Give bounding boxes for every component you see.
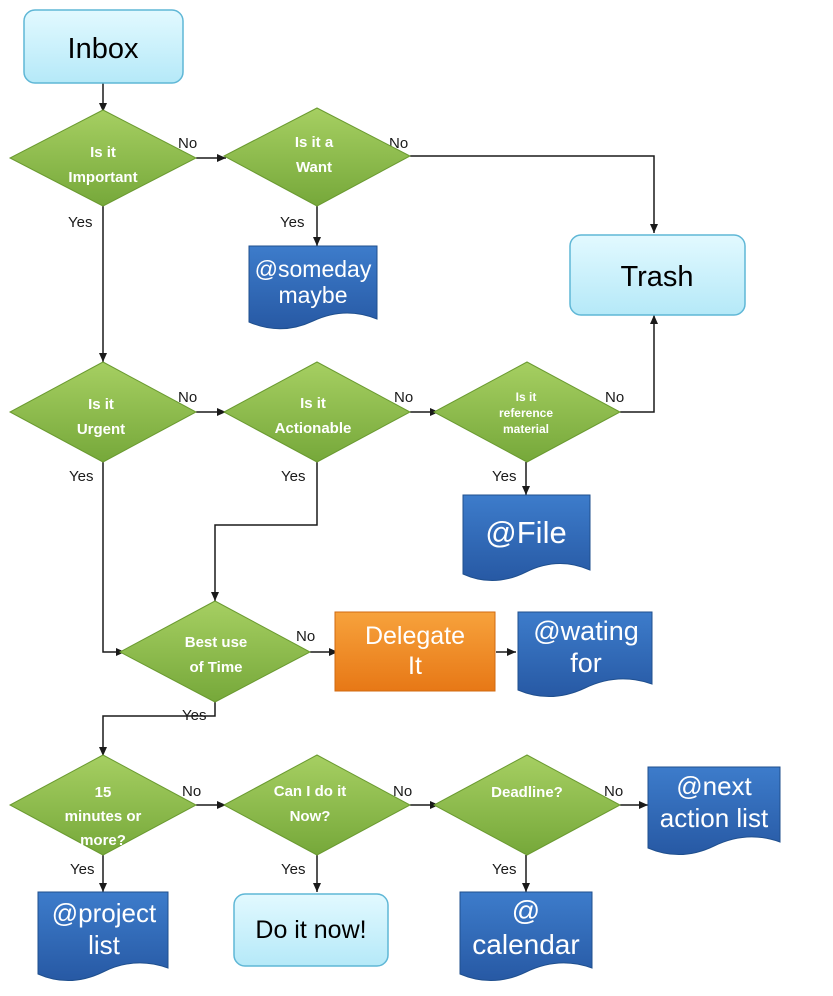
label-yes-important: Yes: [68, 214, 92, 231]
want-line-1: Is it a: [295, 134, 334, 151]
edge-reference-trash: [620, 315, 658, 413]
calendar-line-2: calendar: [472, 929, 579, 960]
decision-actionable: Is it Actionable: [222, 361, 412, 463]
label-no-actionable: No: [394, 389, 413, 406]
label-yes-cando: Yes: [281, 861, 305, 878]
label-yes-want: Yes: [280, 214, 304, 231]
best-use-line-2: of Time: [189, 659, 242, 676]
label-no-reference: No: [605, 389, 624, 406]
reference-line-1: Is it: [516, 390, 537, 404]
deadline-line-1: Deadline?: [491, 784, 563, 801]
inbox-node: Inbox: [23, 9, 184, 84]
important-line-2: Important: [68, 169, 137, 186]
label-no-cando: No: [393, 783, 412, 800]
label-yes-bestuse: Yes: [182, 707, 206, 724]
do-it-now-node: Do it now!: [233, 893, 389, 967]
label-no-urgent: No: [178, 389, 197, 406]
someday-line-1: @someday: [255, 256, 372, 282]
decision-reference: Is it reference material: [432, 361, 622, 463]
waiting-line-2: for: [570, 648, 602, 678]
edge-bestuse-fifteen: [99, 702, 216, 756]
label-yes-urgent: Yes: [69, 468, 93, 485]
project-line-1: @project: [52, 898, 157, 928]
important-line-1: Is it: [90, 144, 116, 161]
want-line-2: Want: [296, 159, 332, 176]
delegate-line-2: It: [408, 652, 422, 680]
label-no-bestuse: No: [296, 628, 315, 645]
calendar-line-1: @: [512, 895, 540, 926]
label-yes-fifteen: Yes: [70, 861, 94, 878]
label-no-deadline: No: [604, 783, 623, 800]
do-it-now-text: Do it now!: [255, 916, 366, 944]
edge-urgent-bestuse: [102, 462, 125, 656]
project-line-2: list: [88, 930, 121, 960]
trash-node: Trash: [569, 234, 746, 316]
file-list: @File: [462, 494, 591, 582]
someday-maybe-list: @someday maybe: [248, 245, 378, 330]
label-no-fifteen: No: [182, 783, 201, 800]
can-do-line-1: Can I do it: [274, 783, 347, 800]
can-do-line-2: Now?: [290, 808, 331, 825]
decision-fifteen-minutes: 15 minutes or more?: [8, 754, 198, 856]
decision-best-use: Best use of Time: [118, 600, 312, 703]
fifteen-line-2: minutes or: [65, 808, 142, 825]
fifteen-line-1: 15: [95, 784, 112, 801]
fifteen-line-3: more?: [80, 832, 126, 849]
next-action-line-2: action list: [660, 803, 769, 833]
edge-want-trash: [410, 155, 658, 233]
next-action-line-1: @next: [676, 771, 752, 801]
label-yes-deadline: Yes: [492, 861, 516, 878]
decision-can-do-now: Can I do it Now?: [222, 754, 412, 856]
file-line-1: @File: [485, 515, 566, 550]
project-list: @project list: [37, 891, 169, 982]
edge-actionable-bestuse: [211, 462, 318, 601]
reference-line-3: material: [503, 422, 549, 436]
reference-line-2: reference: [499, 406, 553, 420]
urgent-line-1: Is it: [88, 396, 114, 413]
decision-want: Is it a Want: [222, 107, 412, 207]
urgent-line-2: Urgent: [77, 421, 125, 438]
waiting-for-list: @wating for: [517, 611, 653, 698]
someday-line-2: maybe: [278, 282, 347, 308]
actionable-line-2: Actionable: [275, 420, 352, 437]
actionable-line-1: Is it: [300, 395, 326, 412]
label-yes-actionable: Yes: [281, 468, 305, 485]
decision-deadline: Deadline?: [432, 754, 622, 856]
waiting-line-1: @wating: [533, 616, 638, 646]
calendar-list: @ calendar: [459, 891, 593, 982]
label-no-important: No: [178, 135, 197, 152]
decision-important: Is it Important: [8, 109, 198, 207]
edge-labels: No No Yes Yes No No No Yes Yes Yes No Ye…: [68, 135, 624, 878]
delegate-line-1: Delegate: [365, 622, 465, 650]
inbox-text: Inbox: [68, 33, 139, 65]
best-use-line-1: Best use: [185, 634, 248, 651]
label-yes-reference: Yes: [492, 468, 516, 485]
connectors: [99, 83, 658, 892]
delegate-node: Delegate It: [334, 611, 496, 692]
trash-text: Trash: [620, 261, 693, 293]
next-action-list: @next action list: [647, 766, 781, 856]
decision-urgent: Is it Urgent: [8, 361, 198, 463]
